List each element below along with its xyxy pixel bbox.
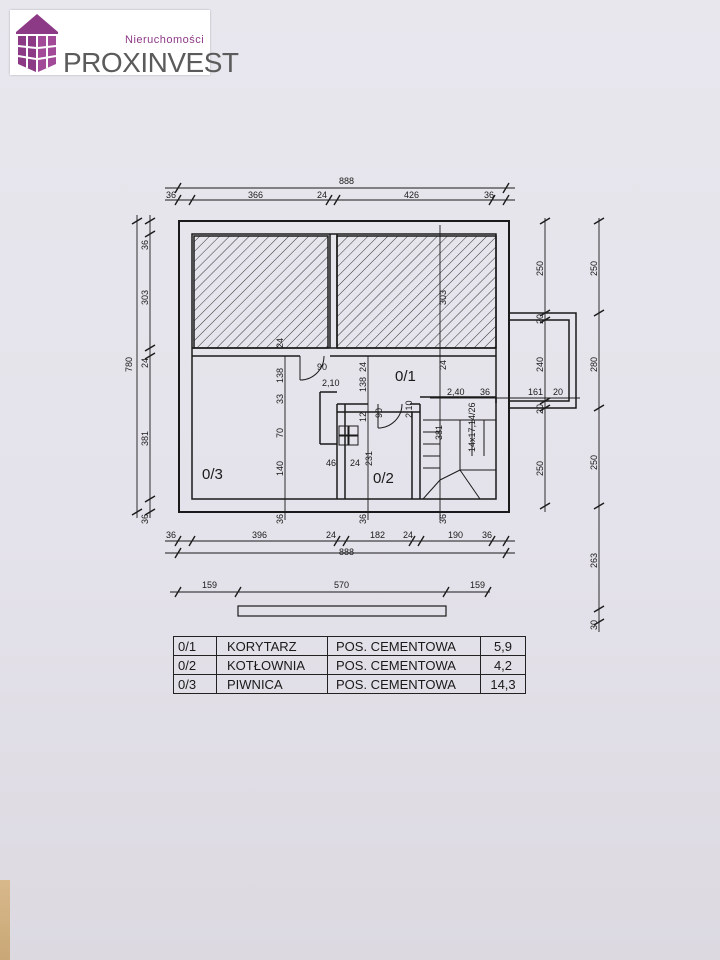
dim-corridor: 231 xyxy=(364,451,374,466)
dim-inner: 140 xyxy=(275,461,285,476)
dim-inner: 303 xyxy=(438,290,448,305)
dim-top: 426 xyxy=(404,190,419,200)
dim-left: 36 xyxy=(140,514,150,524)
chimney-ducts xyxy=(338,425,359,446)
dim-door: 381 xyxy=(434,425,444,440)
door-swings xyxy=(299,355,403,429)
dim-small: 46 xyxy=(326,458,336,468)
dim-inner: 33 xyxy=(275,394,285,404)
room-code: 0/1 xyxy=(173,636,217,656)
room-name: KOTŁOWNIA xyxy=(216,655,328,675)
dim-left: 24 xyxy=(140,358,150,368)
house-logo-icon xyxy=(16,14,58,72)
dim-corridor: 24 xyxy=(358,362,368,372)
dim-bottom: 36 xyxy=(482,530,492,540)
dim-foundation: 570 xyxy=(334,580,349,590)
room-area: 4,2 xyxy=(480,655,526,675)
dim-foundation: 159 xyxy=(202,580,217,590)
dim-door: 36 xyxy=(480,387,490,397)
dim-right-a: 20 xyxy=(535,314,545,324)
dim-right-b: 280 xyxy=(589,357,599,372)
room-floor: POS. CEMENTOWA xyxy=(327,636,481,656)
stairs-label: 14x17,14/26 xyxy=(467,402,477,452)
dim-door: 90 xyxy=(374,408,384,418)
room-area: 14,3 xyxy=(480,674,526,694)
table-row: 0/2 KOTŁOWNIA POS. CEMENTOWA 4,2 xyxy=(173,655,526,675)
dim-small: 24 xyxy=(350,458,360,468)
dim-door: 2,10 xyxy=(404,400,414,418)
room-code: 0/2 xyxy=(173,655,217,675)
dim-bottom: 36 xyxy=(166,530,176,540)
dim-left: 303 xyxy=(140,290,150,305)
table-row: 0/1 KORYTARZ POS. CEMENTOWA 5,9 xyxy=(173,636,526,656)
dim-top: 36 xyxy=(484,190,494,200)
room-schedule-table: 0/1 KORYTARZ POS. CEMENTOWA 5,9 0/2 KOTŁ… xyxy=(173,636,526,694)
room-label-0-2: 0/2 xyxy=(373,470,394,487)
dim-bottom: 24 xyxy=(403,530,413,540)
logo-name: PROXINVEST xyxy=(63,47,239,78)
room-floor: POS. CEMENTOWA xyxy=(327,655,481,675)
dim-left: 36 xyxy=(140,240,150,250)
room-label-0-3: 0/3 xyxy=(202,466,223,483)
room-floor: POS. CEMENTOWA xyxy=(327,674,481,694)
dim-door: 20 xyxy=(553,387,563,397)
dim-overall-bottom: 888 xyxy=(339,547,354,557)
dim-overall-top: 888 xyxy=(339,176,354,186)
dim-bottom: 24 xyxy=(326,530,336,540)
dim-right-b: 263 xyxy=(589,553,599,568)
hatched-area-right xyxy=(336,235,497,349)
dim-top: 36 xyxy=(166,190,176,200)
dim-corridor: 12 xyxy=(358,412,368,422)
room-label-0-1: 0/1 xyxy=(395,368,416,385)
room-area: 5,9 xyxy=(480,636,526,656)
dim-door: 161 xyxy=(528,387,543,397)
company-logo: Nieruchomości PROXINVEST xyxy=(10,10,239,78)
logo-tagline: Nieruchomości xyxy=(125,34,205,46)
room-name: KORYTARZ xyxy=(216,636,328,656)
dimension-ticks xyxy=(131,182,605,626)
dim-bottom: 190 xyxy=(448,530,463,540)
dim-right-a: 240 xyxy=(535,357,545,372)
dim-bottom: 396 xyxy=(252,530,267,540)
dim-foundation: 159 xyxy=(470,580,485,590)
dim-inner: 36 xyxy=(438,514,448,524)
desk-edge xyxy=(0,880,10,960)
dim-inner: 138 xyxy=(275,368,285,383)
dim-right-b: 250 xyxy=(589,455,599,470)
dim-door: 2,40 xyxy=(447,387,465,397)
room-name: PIWNICA xyxy=(216,674,328,694)
dim-right-a: 250 xyxy=(535,261,545,276)
dim-corridor: 138 xyxy=(358,377,368,392)
dim-right-a: 250 xyxy=(535,461,545,476)
dim-right-b: 250 xyxy=(589,261,599,276)
dim-door: 90 xyxy=(317,362,327,372)
dim-left-overall: 780 xyxy=(124,357,134,372)
dim-top: 24 xyxy=(317,190,327,200)
dim-bottom: 182 xyxy=(370,530,385,540)
dim-right-a: 20 xyxy=(535,404,545,414)
dim-right-b: 30 xyxy=(589,620,599,630)
dim-door: 2,10 xyxy=(322,378,340,388)
dim-inner: 70 xyxy=(275,428,285,438)
dim-inner: 24 xyxy=(275,338,285,348)
dim-left: 381 xyxy=(140,431,150,446)
dim-corridor: 24 xyxy=(438,360,448,370)
room-code: 0/3 xyxy=(173,674,217,694)
side-extension xyxy=(508,312,577,409)
table-row: 0/3 PIWNICA POS. CEMENTOWA 14,3 xyxy=(173,674,526,694)
dim-inner: 36 xyxy=(275,514,285,524)
dim-top: 366 xyxy=(248,190,263,200)
foundation-footing xyxy=(237,605,447,617)
hatched-area-left xyxy=(193,235,329,349)
dimension-lines xyxy=(136,187,600,632)
dim-inner: 36 xyxy=(358,514,368,524)
